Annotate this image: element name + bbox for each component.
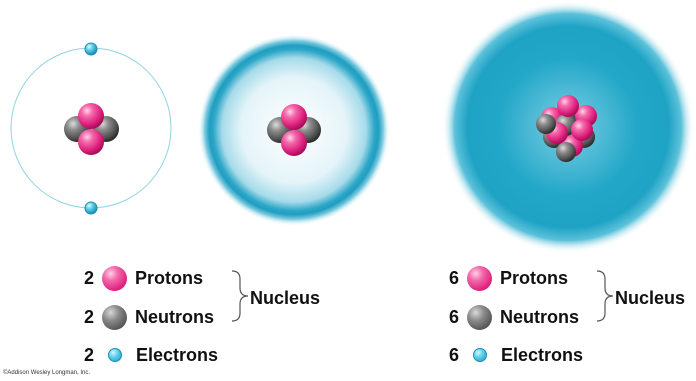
electron-count: 2 [84,344,95,365]
brace-right [596,270,614,322]
neutron-count: 6 [449,306,460,327]
carbon-nucleus [536,95,597,162]
legend-row-protons: 2 Protons [84,263,203,293]
legend-row-electrons: 2 Electrons [84,340,218,370]
electron-icon [108,348,122,362]
neutron-icon [102,304,127,330]
proton-icon [467,265,492,291]
protons-label: Protons [500,267,569,288]
electron-icon [473,348,487,362]
carbon-legend: 6 Protons 6 Neutrons 6 Electrons [449,260,649,370]
helium-cloud-model [198,34,390,226]
neutron-icon [467,304,492,330]
helium-nucleus-cloud [267,104,321,156]
helium-bohr-model [10,42,172,215]
copyright-credit: ©Addison Wesley Longman, Inc. [3,370,91,376]
electrons-label: Electrons [501,344,584,365]
carbon-cloud-model [442,1,694,253]
proton-count: 2 [84,267,95,288]
legend-row-neutrons: 6 Neutrons [449,302,579,332]
proton-count: 6 [449,267,460,288]
nucleus-label-right: Nucleus [615,288,686,308]
proton-icon [102,265,127,291]
electron-top [84,42,98,56]
legend-row-electrons: 6 Electrons [449,340,583,370]
neutrons-label: Neutrons [135,306,215,327]
helium-legend: 2 Protons 2 Neutrons 2 Electrons [84,260,344,370]
protons-label: Protons [135,267,204,288]
electron-bottom [84,201,98,215]
legend-row-protons: 6 Protons [449,263,568,293]
neutrons-label: Neutrons [500,306,580,327]
nucleus-label-left: Nucleus [250,288,321,308]
helium-nucleus [64,103,119,155]
brace-left [231,270,249,322]
electron-count: 6 [449,344,460,365]
neutron-count: 2 [84,306,95,327]
electrons-label: Electrons [136,344,219,365]
legend-row-neutrons: 2 Neutrons [84,302,214,332]
